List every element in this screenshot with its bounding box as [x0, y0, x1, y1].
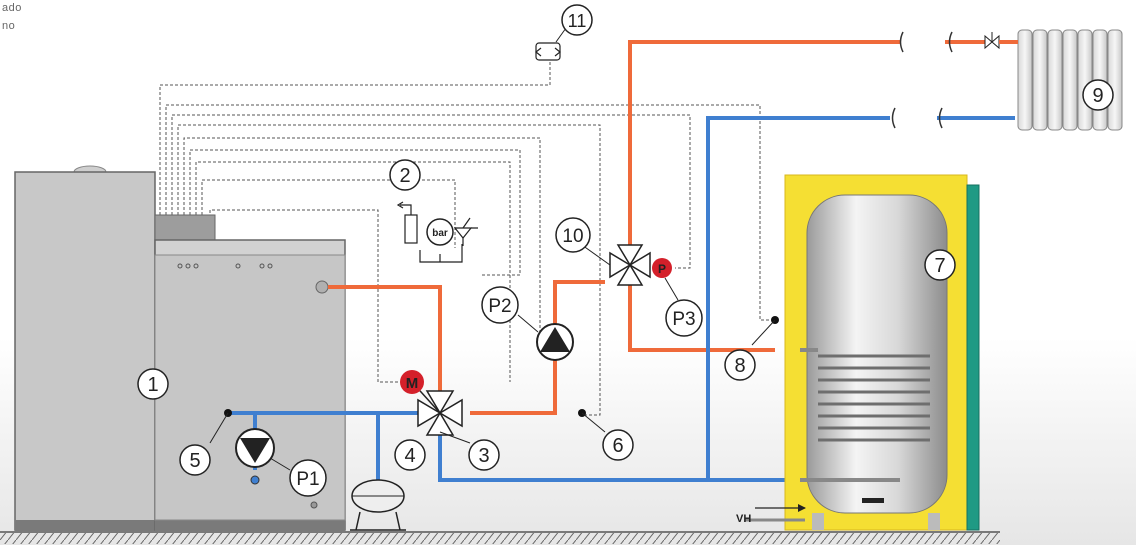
callout-1: 1 [137, 368, 169, 400]
callout-8: 8 [724, 349, 756, 381]
svg-text:4: 4 [404, 445, 415, 467]
pump-p1-icon [235, 428, 275, 485]
svg-text:8: 8 [734, 355, 745, 377]
callout-6: 6 [602, 429, 634, 461]
svg-text:2: 2 [399, 165, 410, 187]
pipe-breaks [891, 31, 953, 129]
callout-9: 9 [1082, 79, 1114, 111]
corner-text-line2: no [2, 20, 16, 32]
callout-4: 4 [394, 439, 426, 471]
svg-text:P2: P2 [488, 296, 511, 317]
callout-7: 7 [924, 249, 956, 281]
motor-icon: M [400, 370, 424, 394]
cold-water-inlet-label: VH [736, 513, 751, 525]
callout-5: 5 [179, 444, 211, 476]
svg-text:3: 3 [478, 445, 489, 467]
diverter-valve [609, 244, 651, 286]
svg-text:9: 9 [1092, 85, 1103, 107]
cold-pipes [228, 116, 1015, 482]
pump-p2-icon [536, 323, 574, 361]
svg-text:1: 1 [147, 374, 158, 396]
valve-actuator-icon: P [652, 258, 672, 278]
callout-11: 11 [561, 4, 593, 36]
ground [0, 531, 1000, 544]
room-thermostat-icon [535, 42, 561, 61]
manometer-icon: bar [426, 218, 454, 246]
dhw-tank [745, 174, 980, 531]
mixing-valve [411, 381, 463, 436]
svg-text:5: 5 [189, 450, 200, 472]
callout-p2: P2 [481, 286, 519, 324]
expansion-vessel [350, 479, 406, 531]
svg-text:P3: P3 [672, 309, 695, 330]
svg-text:11: 11 [568, 11, 587, 31]
radiator [984, 29, 1123, 131]
corner-text-line1: ado [2, 2, 22, 14]
svg-text:M: M [406, 375, 419, 392]
svg-text:P1: P1 [296, 469, 319, 490]
callout-p1: P1 [289, 459, 327, 497]
svg-text:7: 7 [934, 255, 945, 277]
safety-group [396, 201, 478, 263]
svg-text:6: 6 [612, 435, 623, 457]
svg-text:P: P [658, 262, 666, 276]
svg-text:10: 10 [562, 226, 583, 247]
callout-2: 2 [389, 159, 421, 191]
callout-3: 3 [468, 439, 500, 471]
svg-text:bar: bar [432, 228, 448, 239]
callout-p3: P3 [665, 299, 703, 337]
callout-10: 10 [555, 217, 591, 253]
